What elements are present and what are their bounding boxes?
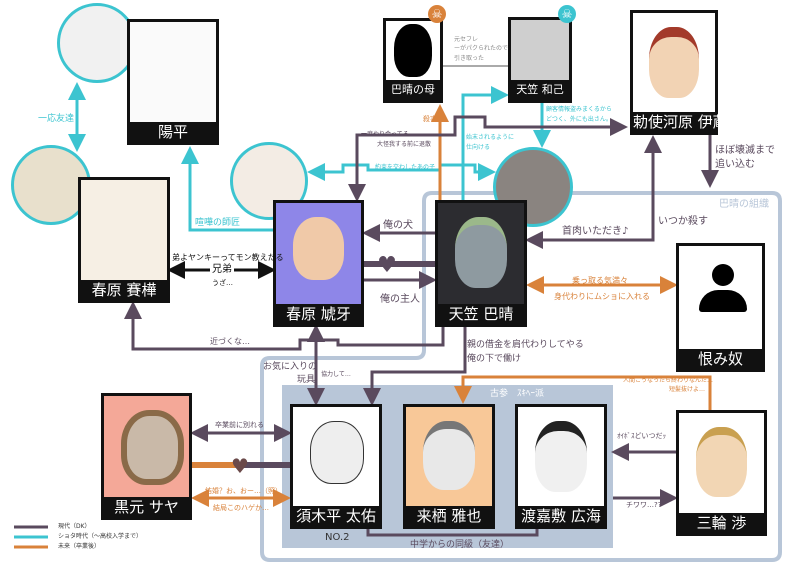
card-tomoharu: 天笠 巴晴 [435, 200, 527, 327]
label-master: 俺の主人 [380, 294, 420, 305]
portrait-circle-purple-hair [11, 145, 91, 225]
label-exsefure-1: 元セフレ [454, 36, 479, 43]
label-friends: 一応友達 [38, 114, 75, 124]
card-mother: 巴晴の母 [383, 18, 443, 103]
label-debt-2: 俺の下で働け [467, 354, 522, 364]
label-scapegoat: 身代わりにムショに入れる [554, 292, 650, 301]
portrait-circle-friend [57, 3, 137, 83]
label-customer-1: 顧客情報盗みまくるから [546, 106, 612, 113]
group-label-classmates: 中学からの同級（友達） [410, 540, 510, 550]
label-kill-someday: いつか殺す [658, 216, 708, 227]
skull-icon: ☠ [558, 5, 576, 23]
card-tokashiki: 渡嘉敷 広海 [515, 404, 607, 529]
card-kurusu: 来栖 雅也 [403, 404, 495, 529]
label-cooperate: 協力して… [321, 371, 351, 378]
card-sukihira: 須木平 太佑 [290, 404, 382, 529]
organization-frame [260, 191, 782, 562]
label-keep-away: 近づくな… [210, 337, 250, 346]
label-marry-1: 結婚？お、おー…（照） [205, 487, 282, 495]
rank-badge: NO.2 [325, 532, 350, 543]
label-brother-top: 弟よヤンキーってモン教えたる [172, 253, 284, 262]
card-kouga: 春原 虓牙 [273, 200, 364, 327]
label-dog: 俺の犬 [383, 220, 413, 231]
card-saika: 春原 賽樺 [78, 177, 170, 303]
label-over-2: 短髪抜けよ… [669, 386, 706, 393]
label-customer-2: どつく、外にも出さん。 [546, 116, 612, 123]
card-uramiyatsu: 恨み奴 [676, 243, 765, 372]
legend-present: 現代（DK） [58, 523, 91, 530]
label-exsefure-2: ーがパクられたので [454, 45, 509, 52]
person-silhouette-icon [712, 264, 734, 286]
card-miwa: 三輪 渉 [676, 410, 767, 536]
label-toy-1: お気に入りの [263, 362, 318, 372]
label-toy-2: 玩具 [297, 375, 316, 385]
label-brother: 兄弟 [210, 264, 234, 276]
skull-icon: ☠ [428, 5, 446, 23]
label-setup-1: 始末されるように [466, 134, 515, 141]
label-neck: 首肉いただき♪ [562, 226, 629, 237]
legend-future: 未来（卒業後） [58, 543, 101, 550]
heart-icon: ♥ [377, 253, 397, 278]
label-setup-2: 仕向ける [466, 144, 491, 151]
group-label-veterans: 古参 ｽｷﾍｰ派 [490, 389, 545, 399]
label-boss: ｵｲﾎﾞｽどいつだｯ [617, 432, 666, 440]
heart-icon: ♥ [231, 454, 249, 478]
card-teshigawara: 勅使河原 伊蔵 [630, 10, 728, 135]
card-youhei: 陽平 [127, 19, 219, 145]
label-over-1: 人間こうなったら終わりなんだ… [623, 377, 714, 384]
label-promise: 約束を交わしたあの子 [375, 164, 436, 171]
legend-childhood: ショタ時代（～高校入学まで） [58, 533, 143, 540]
label-fought-2: 大怪我する前に退散 [377, 141, 432, 148]
card-saya: 黒元 サヤ [101, 393, 192, 520]
label-chihuahua: チワワ…?? [626, 501, 662, 509]
label-fought-1: 一度やり合ってる [361, 131, 409, 138]
label-exsefure-3: 引き取った [454, 55, 485, 62]
label-marry-2: 結局このハゲか… [213, 504, 269, 512]
group-label-organization: 巴晴の組織 [719, 199, 769, 210]
label-takeover: 乗っ取る気満々 [572, 276, 628, 285]
label-crush-1: ほぼ壊滅まで [715, 145, 775, 156]
label-fight-master: 喧嘩の師匠 [195, 218, 241, 228]
label-murder: 殺害 [423, 115, 437, 123]
label-breakup: 卒業前に別れる [215, 421, 264, 429]
label-crush-2: 追い込む [715, 159, 755, 170]
label-debt-1: 親の借金を肩代わりしてやる [467, 340, 584, 350]
card-kazuki: 天笠 和己 [508, 17, 572, 103]
label-brother-bottom: うざ… [212, 279, 233, 287]
